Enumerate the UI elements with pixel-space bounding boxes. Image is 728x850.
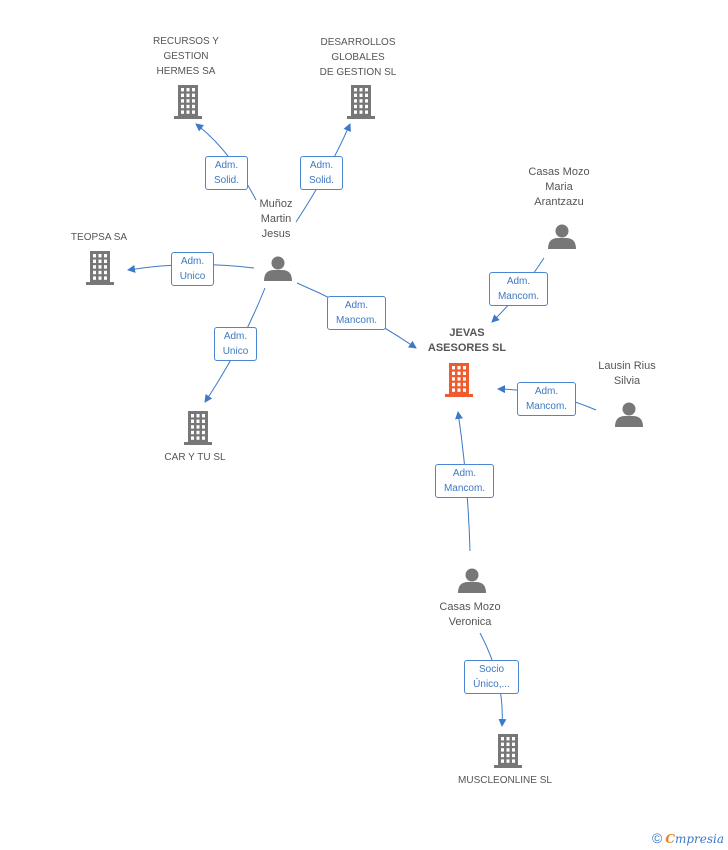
node-label-jevas[interactable]: JEVAS ASESORES SL: [427, 327, 507, 354]
node-label-recursos[interactable]: RECURSOS Y GESTION HERMES SA: [153, 36, 219, 77]
node-label-teopsa[interactable]: TEOPSA SA: [70, 232, 128, 243]
brand-logo-text: mpresia: [674, 832, 724, 846]
node-label-cartu[interactable]: CAR Y TU SL: [164, 452, 226, 463]
role-badge[interactable]: Adm. Unico: [214, 327, 257, 361]
role-badge[interactable]: Adm. Mancom.: [435, 464, 494, 498]
person-icon[interactable]: [548, 224, 576, 250]
person-icon[interactable]: [264, 256, 292, 282]
building-icon[interactable]: [445, 363, 473, 397]
node-label-casas_maria[interactable]: Casas Mozo Maria Arantzazu: [528, 166, 590, 208]
node-label-muscleonline[interactable]: MUSCLEONLINE SL: [458, 775, 552, 786]
role-badge[interactable]: Adm. Mancom.: [489, 272, 548, 306]
role-badge[interactable]: Socio Único,...: [464, 660, 519, 694]
brand-logo-letter: C: [665, 832, 675, 846]
building-icon[interactable]: [347, 85, 375, 119]
icons-layer: [86, 85, 643, 768]
role-badge[interactable]: Adm. Mancom.: [327, 296, 386, 330]
building-icon[interactable]: [174, 85, 202, 119]
brand-footer: ©Cmpresia: [652, 830, 724, 846]
building-icon[interactable]: [184, 411, 212, 445]
building-icon[interactable]: [494, 734, 522, 768]
node-label-casas_veronica[interactable]: Casas Mozo Veronica: [439, 601, 501, 628]
node-label-desarrollos[interactable]: DESARROLLOS GLOBALES DE GESTION SL: [319, 37, 397, 78]
role-badge[interactable]: Adm. Mancom.: [517, 382, 576, 416]
node-label-lausin[interactable]: Lausin Rius Silvia: [598, 360, 656, 387]
node-label-munoz[interactable]: Muñoz Martin Jesus: [259, 198, 293, 240]
role-badge[interactable]: Adm. Unico: [171, 252, 214, 286]
copyright-symbol: ©: [652, 830, 663, 846]
building-icon[interactable]: [86, 251, 114, 285]
person-icon[interactable]: [458, 568, 486, 594]
role-badge[interactable]: Adm. Solid.: [300, 156, 343, 190]
person-icon[interactable]: [615, 402, 643, 428]
role-badge[interactable]: Adm. Solid.: [205, 156, 248, 190]
